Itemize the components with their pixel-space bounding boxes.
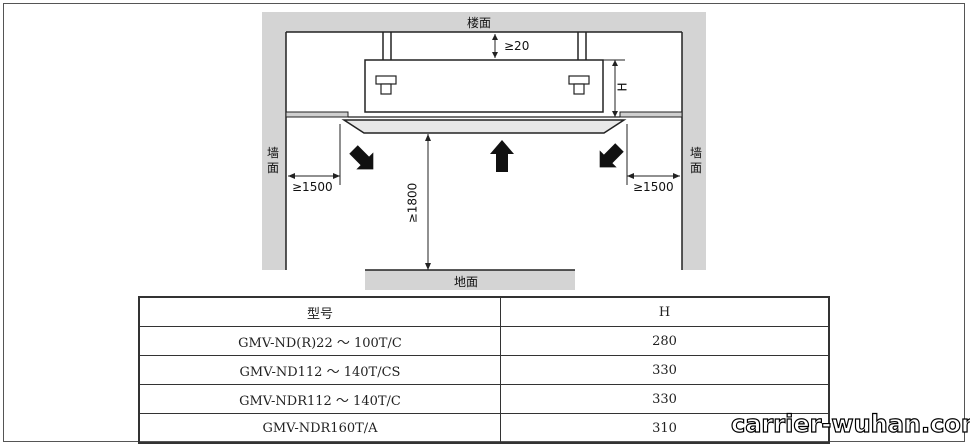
height-h-label: H xyxy=(615,82,630,92)
table-header-row: 型号 H xyxy=(138,296,830,327)
model-cell: GMV-ND(R)22 ～ 100T/C xyxy=(138,326,501,356)
h-cell: 310 xyxy=(500,413,830,444)
watermark: carrier-wuhan.com xyxy=(730,409,970,438)
ceiling-label: 楼面 xyxy=(467,16,492,30)
unit-body xyxy=(364,59,604,113)
model-height-table: 型号 H GMV-ND(R)22 ～ 100T/C 280 GMV-ND112 … xyxy=(138,296,830,444)
h-cell: 330 xyxy=(500,384,830,414)
floor-height-label: ≥1800 xyxy=(405,182,420,224)
supply-air-arrow-left xyxy=(349,145,374,170)
wall-label-right: 墙面 xyxy=(689,146,702,175)
h-cell: 280 xyxy=(500,326,830,356)
clearance-right-label: ≥1500 xyxy=(633,180,674,194)
model-cell: GMV-NDR112 ～ 140T/C xyxy=(138,384,501,414)
floor-band xyxy=(365,270,575,290)
floor-label: 地面 xyxy=(454,275,479,289)
model-cell: GMV-NDR160T/A xyxy=(138,413,501,444)
header-h: H xyxy=(500,296,830,327)
supply-air-arrow-right xyxy=(599,143,624,168)
table-row: GMV-NDR160T/A 310 xyxy=(138,413,830,444)
unit-panel xyxy=(341,119,627,134)
table-row: GMV-NDR112 ～ 140T/C 330 xyxy=(138,384,830,414)
h-cell: 330 xyxy=(500,355,830,385)
header-model: 型号 xyxy=(138,296,501,327)
table-row: GMV-ND112 ～ 140T/CS 330 xyxy=(138,355,830,385)
wall-label-left: 墙面 xyxy=(266,146,279,175)
table-row: GMV-ND(R)22 ～ 100T/C 280 xyxy=(138,326,830,356)
gap-top-label: ≥20 xyxy=(504,39,530,53)
model-cell: GMV-ND112 ～ 140T/CS xyxy=(138,355,501,385)
return-air-arrow xyxy=(490,140,514,172)
clearance-left-label: ≥1500 xyxy=(292,180,333,194)
